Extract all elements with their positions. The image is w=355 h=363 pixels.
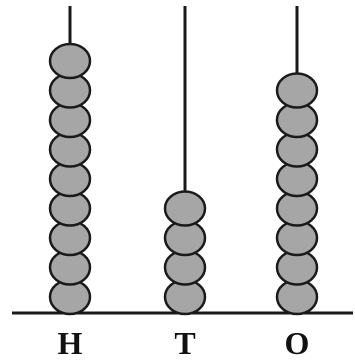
beads-layer [48,42,319,316]
rod-labels: H T O [58,325,310,361]
rod-label-tens: T [174,325,195,361]
rod-label-hundreds: H [58,325,83,361]
rod-label-ones: O [285,325,310,361]
bead-tens-4 [163,190,207,227]
bead-hundreds-9 [48,42,92,80]
bead-ones-8 [275,72,319,109]
